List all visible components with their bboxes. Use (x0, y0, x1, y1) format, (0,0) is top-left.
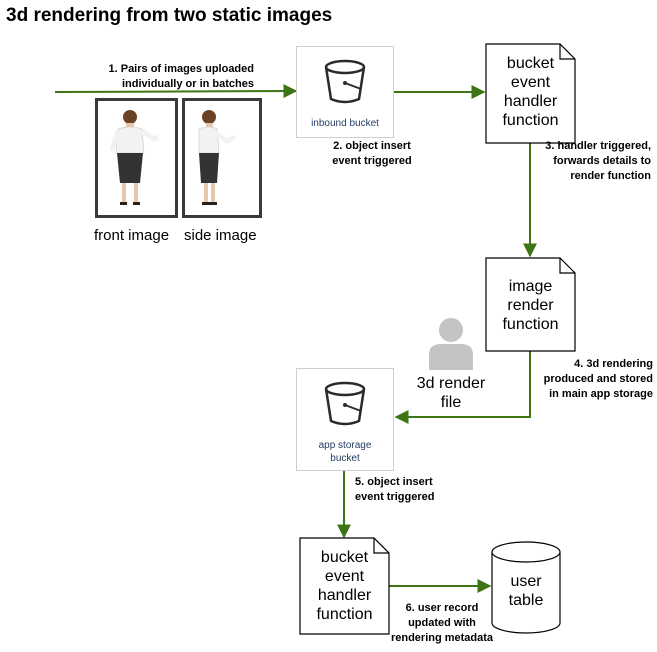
render-line-2: render (507, 297, 554, 314)
arrow-upload (54, 84, 298, 99)
inbound-bucket-card: inbound bucket (296, 46, 394, 138)
handler-1-line-4: function (502, 112, 559, 129)
image-render-function: image render function (486, 277, 575, 334)
step-1-line-1: 1. Pairs of images uploaded (108, 63, 255, 75)
render-file-line-1: 3d render (416, 375, 486, 392)
step-6-caption: 6. user record updated with rendering me… (390, 601, 494, 646)
step-4-line-1: 4. 3d rendering (574, 358, 653, 370)
step-5-caption: 5. object insert event triggered (355, 475, 455, 505)
step-6-line-2: updated with (408, 617, 476, 629)
side-image-label: side image (184, 227, 257, 244)
image-render-function-doc (485, 257, 576, 352)
bucket-icon (324, 59, 366, 104)
step-6-line-1: 6. user record (405, 602, 479, 614)
handler-1-line-1: bucket (506, 55, 555, 72)
side-image-photo (182, 98, 262, 218)
page-title: 3d rendering from two static images (6, 5, 333, 26)
step-2-line-1: 2. object insert (333, 140, 411, 152)
app-storage-line-2: bucket (330, 453, 360, 464)
handler-2-line-4: function (316, 606, 373, 623)
bucket-event-handler-function-2: bucket event handler function (300, 548, 389, 624)
step-5-line-1: 5. object insert (355, 476, 433, 488)
user-table-cylinder (491, 541, 561, 634)
step-3-line-1: 3. handler triggered, (545, 140, 651, 152)
step-5-line-2: event triggered (355, 491, 435, 503)
step-2-line-2: event triggered (332, 155, 412, 167)
front-image-photo (95, 98, 178, 218)
step-6-line-3: rendering metadata (390, 632, 494, 644)
bucket-icon (324, 381, 366, 426)
render-file-label: 3d render file (407, 374, 495, 412)
handler-1-line-2: event (510, 74, 551, 91)
handler-2-line-2: event (324, 568, 365, 585)
step-4-caption: 4. 3d rendering produced and stored in m… (532, 357, 653, 402)
step-1-line-2: individually or in batches (121, 78, 254, 90)
handler-2-line-1: bucket (320, 549, 369, 566)
bucket-event-handler-function-doc-1 (485, 43, 576, 144)
step-2-caption: 2. object insert event triggered (332, 139, 412, 169)
app-storage-bucket-card: app storage bucket (296, 368, 394, 471)
step-1-caption: 1. Pairs of images uploaded individually… (100, 62, 255, 92)
step-3-line-3: render function (570, 170, 651, 182)
woman-side-figure (198, 110, 237, 205)
bucket-event-handler-function-doc-2 (299, 537, 390, 635)
inbound-bucket-label: inbound bucket (311, 118, 379, 129)
user-table-line-1: user (510, 573, 542, 590)
step-4-line-3: in main app storage (549, 388, 653, 400)
step-3-caption: 3. handler triggered, forwards details t… (530, 139, 651, 184)
woman-front-figure (109, 110, 160, 205)
user-table-label: user table (492, 572, 560, 610)
step-4-line-2: produced and stored (543, 373, 653, 385)
front-image-label: front image (94, 227, 170, 244)
person-icon (429, 318, 473, 370)
render-line-1: image (508, 278, 553, 295)
user-table-line-2: table (508, 592, 544, 609)
render-file-line-2: file (440, 394, 462, 411)
render-line-3: function (502, 316, 559, 333)
app-storage-line-1: app storage (318, 440, 372, 451)
arrow-render-to-storage (394, 351, 531, 424)
handler-1-line-3: handler (503, 93, 558, 110)
bucket-event-handler-function-1: bucket event handler function (486, 54, 575, 130)
handler-2-line-3: handler (317, 587, 372, 604)
step-3-line-2: forwards details to (553, 155, 651, 167)
